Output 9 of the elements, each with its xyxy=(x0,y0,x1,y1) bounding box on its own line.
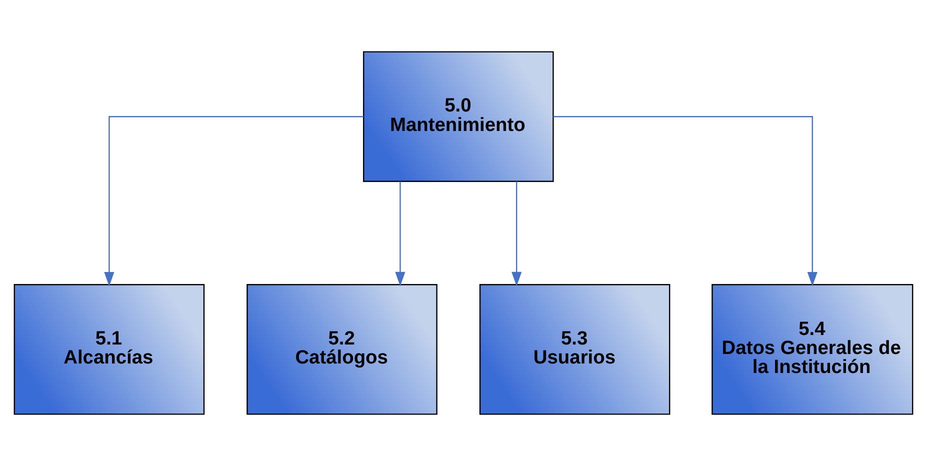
node-box: 5.4 Datos Generales de la Institución xyxy=(711,284,913,415)
arrow xyxy=(511,181,522,286)
node-box: 5.2 Catálogos xyxy=(246,284,437,415)
node-box: 5.1 Alcancías xyxy=(13,284,204,415)
arrow xyxy=(552,116,817,286)
arrow xyxy=(104,116,363,286)
node-box: 5.3 Usuarios xyxy=(478,284,670,415)
node-box: 5.0 Mantenimiento xyxy=(362,51,554,182)
arrow xyxy=(394,181,405,286)
